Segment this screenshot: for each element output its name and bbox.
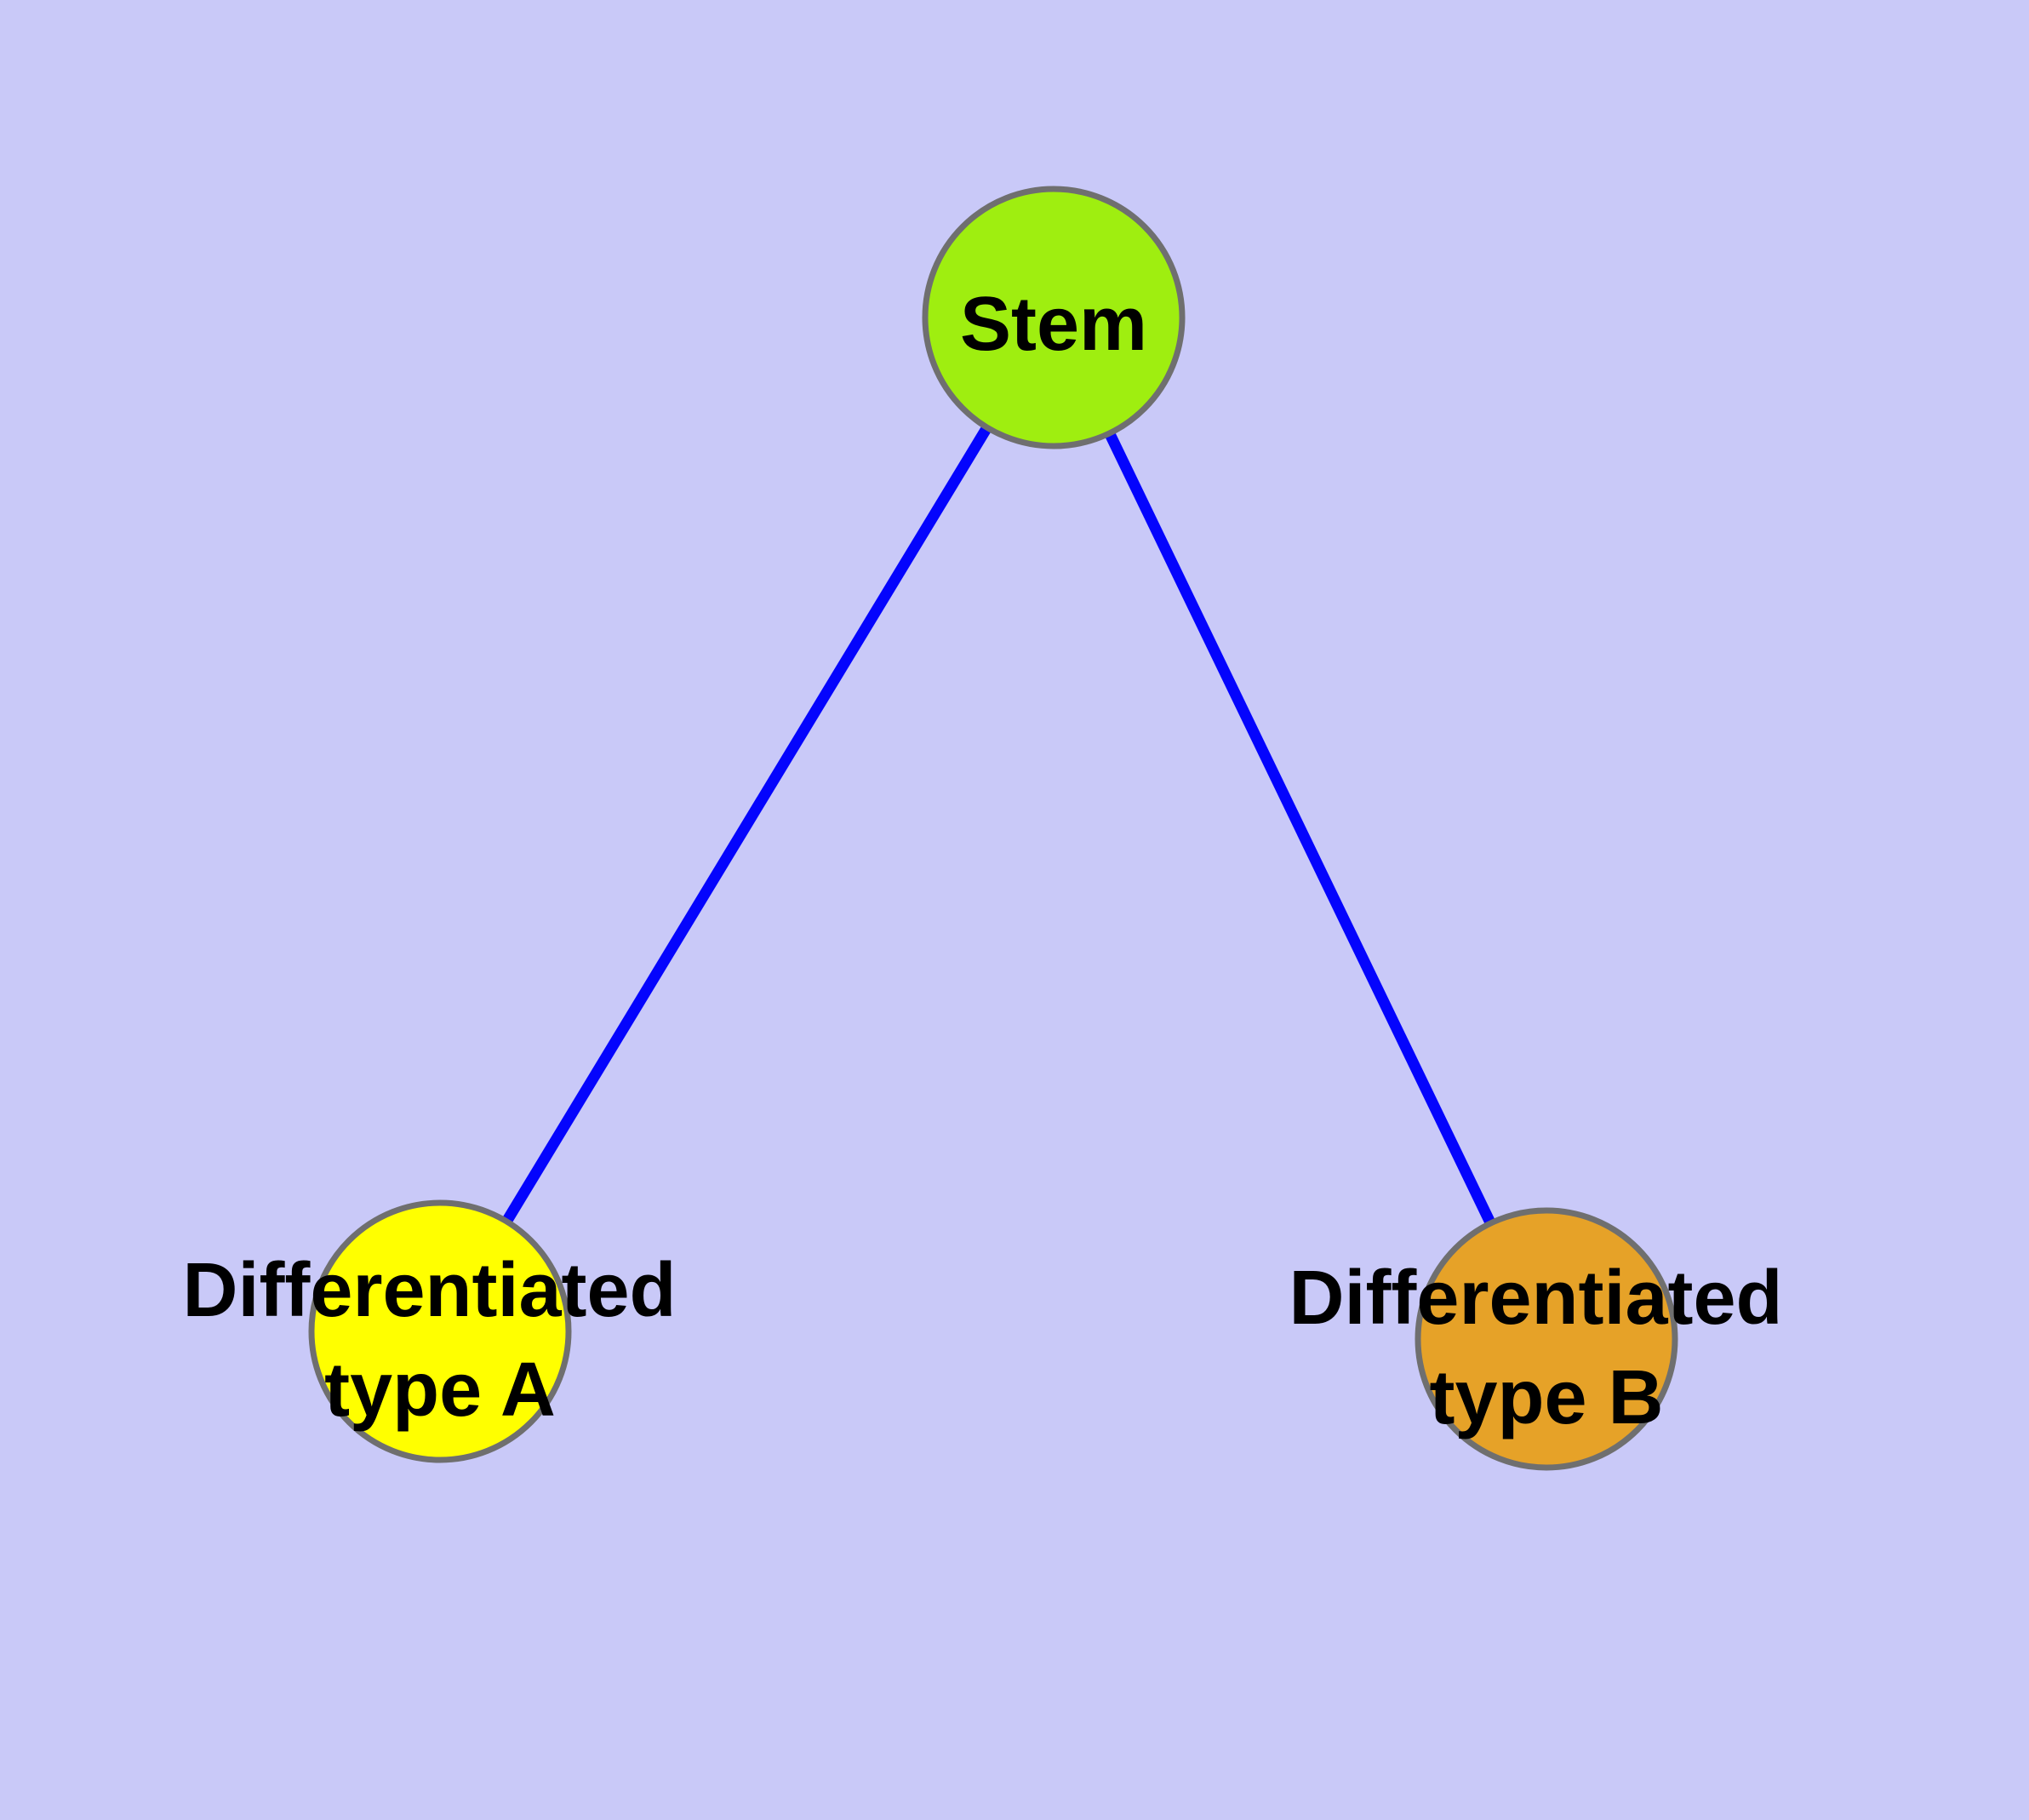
node-stem-label: Stem xyxy=(960,282,1147,367)
node-type-a-label: Differentiated type A xyxy=(182,1248,697,1433)
edge-stem-to-type-b xyxy=(1049,315,1552,1342)
node-stem-label-line: Stem xyxy=(960,282,1147,367)
node-type-b-label-line-1: Differentiated xyxy=(1289,1256,1782,1341)
node-type-a-label-line-2: type A xyxy=(324,1348,556,1433)
edge-stem-to-type-a xyxy=(435,314,1059,1335)
node-type-b-label: Differentiated type B xyxy=(1289,1256,1803,1440)
node-stem-circle xyxy=(922,186,1186,449)
node-type-a-label-line-1: Differentiated xyxy=(182,1248,676,1333)
node-type-a-circle xyxy=(308,1199,572,1463)
node-type-b-circle xyxy=(1415,1207,1678,1471)
node-type-b-label-line-2: type B xyxy=(1429,1355,1663,1440)
